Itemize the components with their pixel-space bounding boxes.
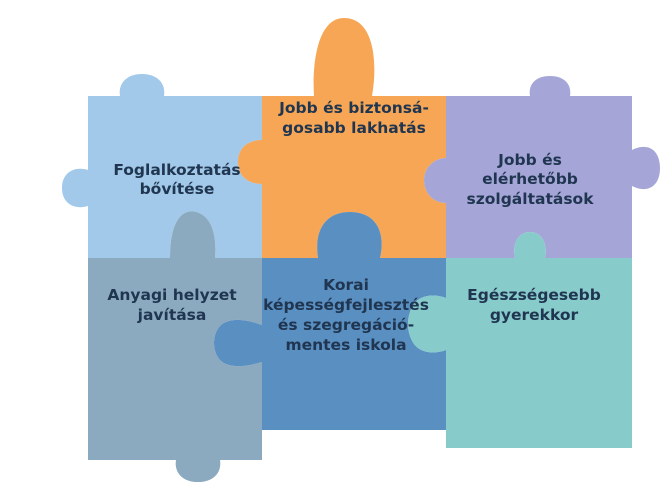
label-line: gyerekkor — [490, 306, 579, 324]
label-szolgaltatasok: Jobb és elérhetőbb szolgáltatások — [467, 151, 595, 208]
label-line: szolgáltatások — [467, 190, 595, 208]
label-line: Anyagi helyzet — [107, 286, 237, 304]
label-line: Egészségesebb — [467, 286, 601, 304]
label-lakhatas: Jobb és biztonsá- gosabb lakhatás — [278, 99, 429, 137]
label-line: bővítése — [140, 180, 215, 198]
label-line: mentes iskola — [285, 336, 406, 354]
piece-szolgaltatasok — [424, 76, 660, 258]
label-line: gosabb lakhatás — [282, 119, 426, 137]
label-line: Jobb és — [497, 151, 562, 169]
label-korai: Korai képességfejlesztés és szegregáció-… — [263, 276, 429, 354]
label-anyagi: Anyagi helyzet javítása — [107, 286, 237, 324]
label-line: képességfejlesztés — [263, 296, 429, 314]
piece-korai — [214, 212, 446, 430]
label-line: Jobb és biztonsá- — [278, 99, 429, 117]
label-line: és szegregáció- — [278, 316, 414, 334]
label-line: Korai — [323, 276, 369, 294]
piece-lakhatas — [238, 18, 446, 258]
label-line: javítása — [137, 306, 207, 324]
piece-egeszseg — [408, 232, 632, 448]
label-line: Foglalkoztatás — [113, 161, 240, 179]
label-line: elérhetőbb — [482, 170, 578, 188]
piece-anyagi — [88, 211, 262, 482]
label-foglalkoztatas: Foglalkoztatás bővítése — [113, 161, 240, 198]
label-egeszseg: Egészségesebb gyerekkor — [467, 286, 601, 324]
piece-foglalkoztatas — [62, 74, 262, 258]
